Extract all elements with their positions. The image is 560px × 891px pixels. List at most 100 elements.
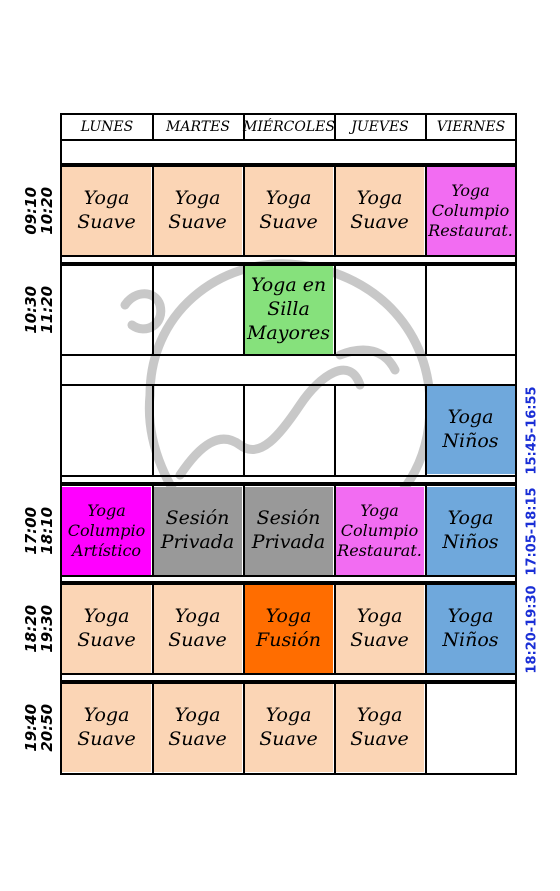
friday-time-ninos-1: 15:45-16:55: [520, 386, 544, 474]
grid-line: [334, 264, 336, 354]
class-name-line: Suave: [350, 728, 409, 750]
grid-line: [243, 264, 245, 354]
class-name-line: Yoga: [447, 507, 494, 530]
grid-line: [425, 115, 427, 139]
time-end: 20:50: [38, 704, 56, 752]
class-name-line: Yoga: [174, 605, 221, 628]
grid-line: [60, 482, 517, 484]
schedule-grid: [60, 113, 517, 775]
friday-time-ninos-2: 17:05-18:15: [520, 487, 544, 575]
time-end: 11:20: [38, 286, 56, 334]
day-header-miercoles: MIÉRCOLES: [243, 119, 335, 135]
grid-line: [243, 165, 245, 255]
class-name-line: Yoga: [451, 181, 490, 200]
grid-line: [60, 262, 517, 264]
grid-line: [60, 673, 517, 675]
grid-line: [425, 484, 427, 575]
class-name-line: Silla: [267, 298, 310, 321]
grid-line: [152, 384, 154, 475]
class-name-line: Columpio: [67, 521, 146, 540]
grid-line: [334, 384, 336, 475]
grid-line: [243, 484, 245, 575]
grid-line: [152, 484, 154, 575]
class-name-line: Yoga: [360, 501, 399, 520]
class-name-line: Niños: [442, 531, 499, 553]
class-name-line: Yoga: [83, 187, 130, 210]
grid-line: [60, 264, 517, 266]
grid-line: [60, 680, 517, 682]
grid-line: [60, 583, 517, 585]
class-name-line: Suave: [350, 629, 409, 651]
day-header-lunes: LUNES: [80, 119, 134, 135]
grid-line: [60, 484, 517, 486]
grid-line: [334, 583, 336, 673]
class-name-line: Yoga: [265, 187, 312, 210]
class-name-line: Suave: [77, 728, 136, 750]
class-name-line: Yoga: [87, 501, 126, 520]
class-name-line: Yoga: [83, 704, 130, 727]
time-end: 10:20: [38, 187, 56, 235]
friday-time-label: 15:45-16:55: [524, 385, 540, 475]
friday-time-ninos-3: 18:20-19:30: [520, 585, 544, 673]
class-name-line: Yoga: [356, 704, 403, 727]
grid-line: [425, 165, 427, 255]
class-name-line: Niños: [442, 629, 499, 651]
class-name-line: Suave: [77, 211, 136, 233]
grid-line: [425, 264, 427, 354]
grid-line: [60, 165, 517, 167]
grid-line: [60, 384, 517, 386]
time-end: 18:10: [38, 507, 56, 555]
class-name-line: Suave: [168, 728, 227, 750]
class-name-line: Sesión: [256, 507, 321, 530]
class-name-line: Privada: [160, 531, 235, 553]
class-name-line: Columpio: [340, 521, 419, 540]
friday-time-label: 18:20-19:30: [524, 584, 540, 674]
class-name-line: Yoga en: [250, 274, 327, 297]
class-name-line: Yoga: [174, 187, 221, 210]
class-name-line: Yoga: [174, 704, 221, 727]
grid-line: [334, 115, 336, 139]
class-name-line: Yoga: [447, 406, 494, 429]
grid-line: [425, 682, 427, 773]
class-name-line: Sesión: [165, 507, 230, 530]
class-name-line: Yoga: [83, 605, 130, 628]
grid-line: [334, 484, 336, 575]
grid-line: [243, 682, 245, 773]
grid-line: [243, 115, 245, 139]
grid-line: [152, 682, 154, 773]
grid-line: [152, 583, 154, 673]
class-name-line: Suave: [168, 211, 227, 233]
class-name-line: Yoga: [447, 605, 494, 628]
grid-line: [60, 163, 517, 165]
friday-time-label: 17:05-18:15: [524, 486, 540, 576]
class-name-line: Suave: [77, 629, 136, 651]
class-name-line: Yoga: [356, 605, 403, 628]
grid-line: [60, 354, 517, 356]
class-name-line: Privada: [251, 531, 326, 553]
grid-line: [425, 384, 427, 475]
class-name-line: Fusión: [256, 629, 321, 651]
grid-line: [60, 139, 517, 141]
class-name-line: Mayores: [246, 321, 331, 344]
day-header-jueves: JUEVES: [351, 119, 409, 135]
